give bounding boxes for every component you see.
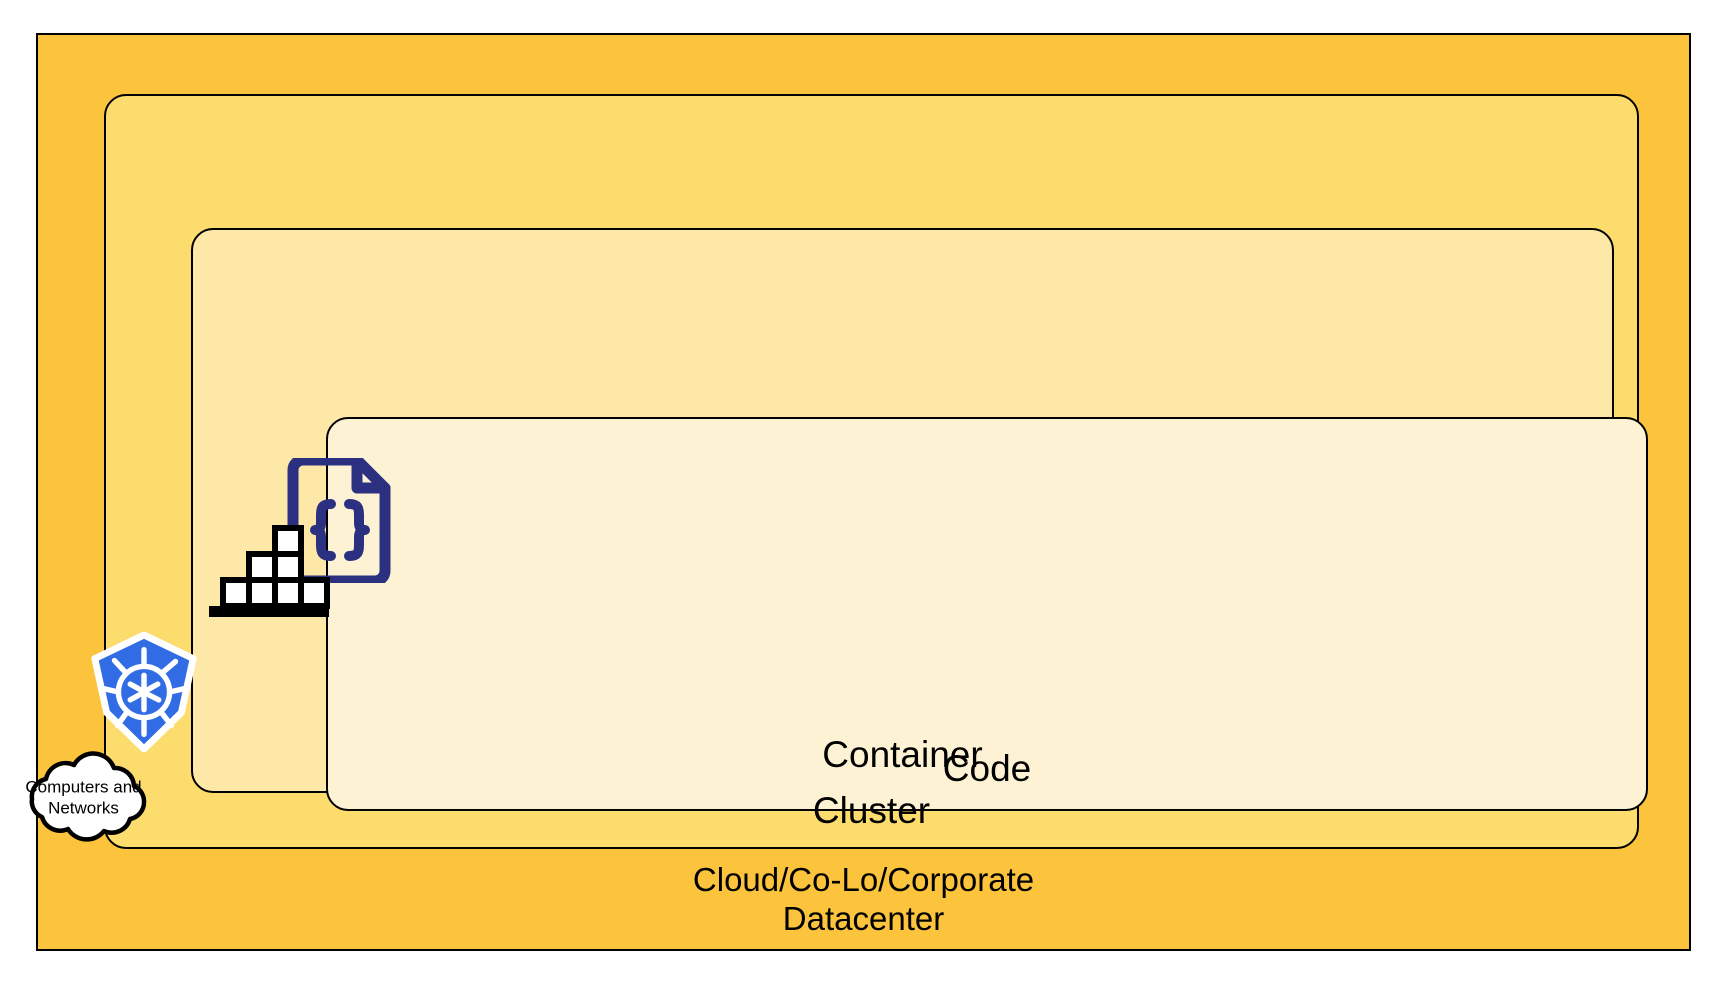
kubernetes-icon [85, 631, 203, 753]
layer-cluster[interactable]: Code Container [104, 94, 1648, 849]
layer-datacenter[interactable]: Code Container [36, 33, 1691, 951]
layer-container[interactable]: Code Container [191, 228, 1648, 811]
layer-label-datacenter: Cloud/Co-Lo/Corporate Datacenter [692, 861, 1035, 938]
cloud-icon[interactable]: Computers and Networks [6, 743, 161, 853]
layer-label-container: Container [822, 734, 983, 776]
layer-label-code: Code [942, 748, 1032, 790]
container-boxes-icon [201, 524, 331, 619]
layer-label-cluster: Cluster [812, 790, 931, 832]
layer-code[interactable]: Code [326, 417, 1648, 811]
